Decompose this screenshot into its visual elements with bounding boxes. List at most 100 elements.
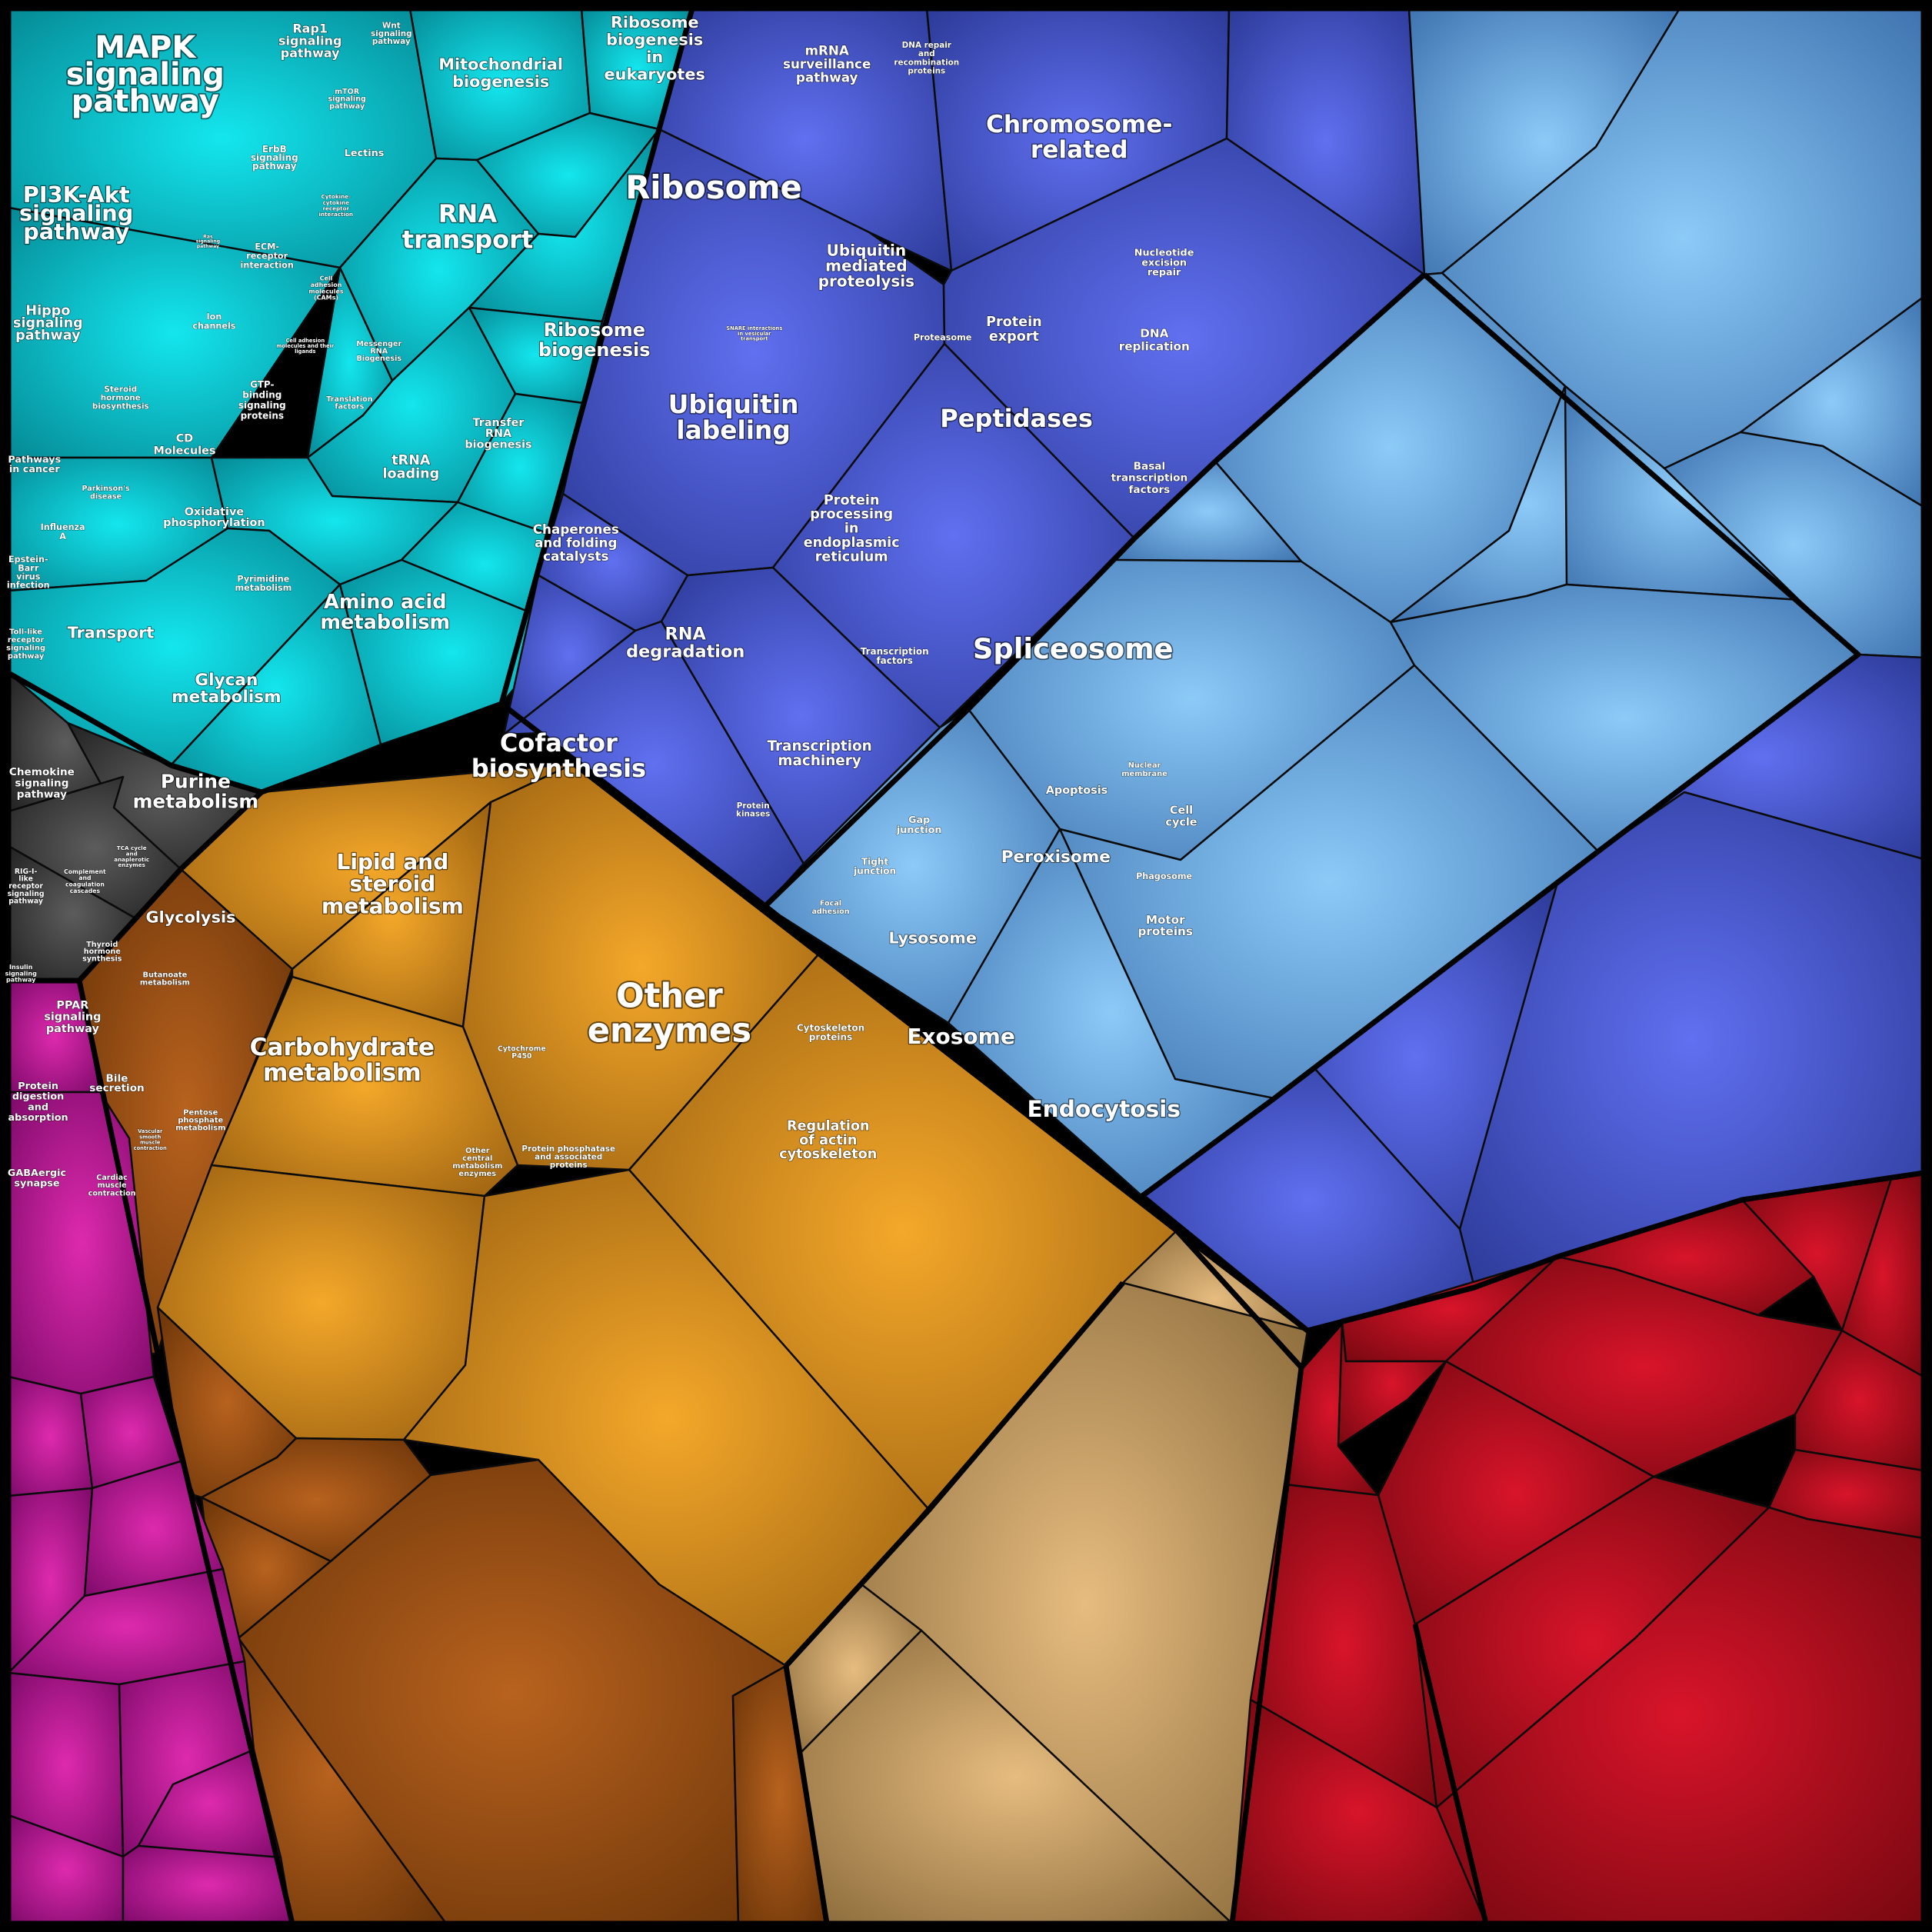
label-line: cascades: [70, 888, 101, 894]
label-line: Ribosome: [611, 13, 699, 32]
label-line: proteins: [908, 67, 945, 76]
label-line: pathway: [23, 218, 129, 245]
label-line: TCA cycle: [117, 844, 147, 851]
label-line: Pathways: [8, 454, 61, 465]
group-border: [76, 980, 295, 1924]
cell-cardiac: [122, 1844, 294, 1925]
label-line: proteins: [809, 1032, 852, 1043]
label-splice: Spliceosome: [973, 632, 1174, 665]
label-line: biogenesis: [606, 31, 703, 49]
group-border: [77, 790, 264, 983]
cell-glycan: [210, 975, 519, 1198]
label-lectins: Lectins: [345, 148, 385, 159]
group-border: [1140, 272, 1861, 1198]
label-line: pathway: [8, 897, 43, 905]
label-line: Rap1: [292, 21, 328, 35]
label-line: Amino acid: [324, 591, 447, 614]
label-line: Tight: [861, 857, 888, 868]
label-line: ECM-: [255, 242, 279, 252]
label-line: Ion: [206, 312, 222, 322]
label-transport: Transport: [68, 624, 155, 642]
label-line: Glycan: [195, 671, 258, 690]
label-line: signaling: [5, 970, 38, 977]
label-line: factors: [876, 655, 912, 666]
label-line: pathway: [796, 70, 858, 85]
label-line: Cofactor: [500, 728, 618, 758]
label-line: interaction: [241, 261, 294, 271]
label-line: proteins: [241, 411, 284, 421]
label-line: hormone: [84, 948, 122, 956]
cells-layer: [7, 7, 1925, 1925]
label-line: molecules and their: [276, 343, 334, 349]
label-line: Cytochrome: [498, 1045, 546, 1054]
label-line: processing: [810, 507, 893, 522]
label-line: receptor: [8, 882, 43, 891]
label-line: Barr: [18, 563, 39, 573]
label-line: Epstein-: [8, 555, 48, 565]
label-line: Other: [465, 1147, 490, 1155]
label-line: Basal: [1134, 460, 1165, 472]
label-line: smooth: [139, 1134, 161, 1140]
label-line: Mitochondrial: [438, 55, 563, 74]
label-line: ligands: [295, 348, 315, 355]
label-line: adhesion: [311, 281, 342, 288]
label-line: endoplasmic: [804, 535, 900, 551]
label-line: cytoskeleton: [779, 1147, 877, 1162]
label-line: proteolysis: [818, 272, 914, 291]
label-line: binding: [242, 389, 281, 400]
label-line: (CAMs): [314, 295, 338, 301]
label-line: machinery: [778, 753, 861, 769]
label-phagosome: Phagosome: [1136, 871, 1192, 881]
label-line: contraction: [134, 1145, 167, 1151]
label-line: Nucleotide: [1134, 248, 1194, 259]
label-line: metabolism: [452, 1162, 502, 1171]
label-line: infection: [7, 581, 50, 591]
label-line: muscle: [98, 1181, 128, 1190]
label-line: Protein: [824, 493, 880, 508]
label-line: Phagosome: [1136, 871, 1192, 881]
label-line: Protein: [737, 801, 770, 811]
label-proteasome: Proteasome: [914, 332, 972, 342]
label-line: transport: [402, 225, 533, 254]
label-line: of actin: [799, 1133, 857, 1148]
label-line: RNA: [485, 428, 512, 440]
label-line: enzymes: [118, 861, 145, 868]
label-line: mTOR: [335, 88, 360, 96]
label-ribosome: Ribosome: [625, 168, 802, 206]
label-line: Lysosome: [889, 929, 978, 948]
label-line: junction: [896, 824, 942, 836]
label-line: Chemokine: [9, 766, 75, 778]
label-line: absorption: [8, 1112, 68, 1124]
label-peptidases: Peptidases: [940, 404, 1093, 433]
label-line: replication: [1119, 339, 1190, 353]
label-line: Carbohydrate: [250, 1034, 435, 1061]
label-line: pathway: [329, 102, 365, 111]
label-line: Oxidative: [185, 506, 245, 518]
label-line: Hippo: [25, 303, 70, 318]
